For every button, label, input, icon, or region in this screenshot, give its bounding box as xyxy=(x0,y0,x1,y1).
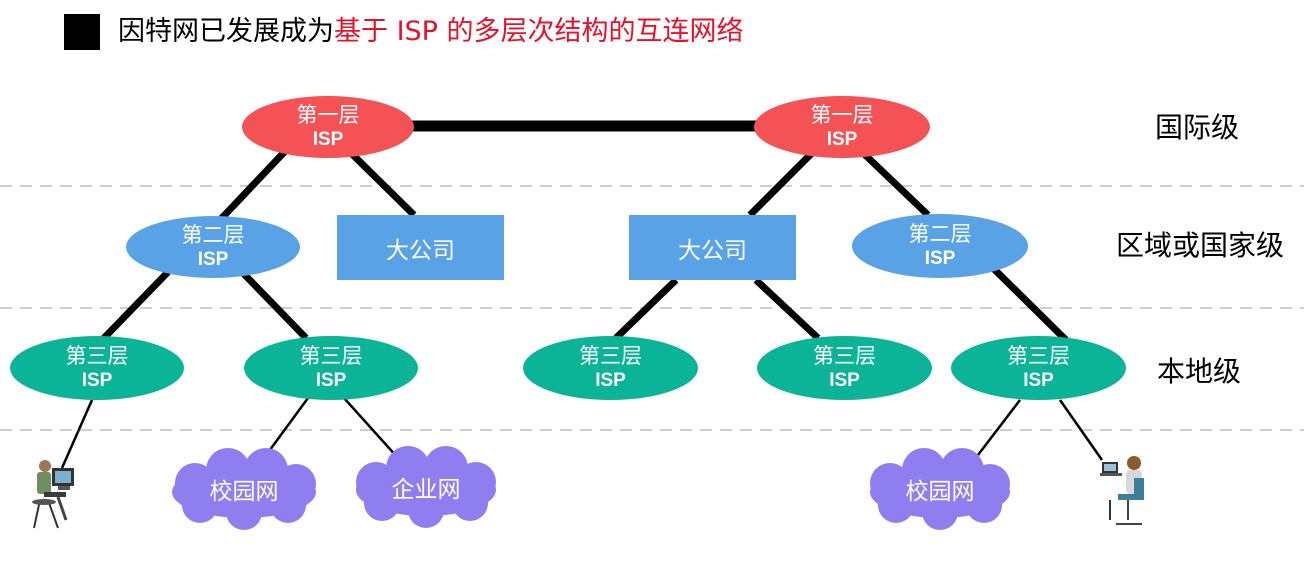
node-sublabel: ISP xyxy=(1023,370,1054,391)
link xyxy=(347,149,417,218)
node-sublabel: ISP xyxy=(924,248,956,269)
tier3-isp-1: 第三层 ISP xyxy=(10,336,184,400)
campus-network-right-label: 校园网 xyxy=(905,479,975,505)
node-label: 第二层 xyxy=(181,223,245,247)
title-bullet xyxy=(64,14,100,50)
node-label: 大公司 xyxy=(386,237,455,264)
cloud-campus-left xyxy=(172,448,316,530)
level-label-local: 本地级 xyxy=(1157,355,1242,388)
node-label: 第三层 xyxy=(579,344,642,368)
node-label: 第三层 xyxy=(299,344,363,368)
link xyxy=(857,147,931,218)
link xyxy=(101,269,171,341)
tier3-isp-3: 第三层 ISP xyxy=(523,336,698,400)
node-sublabel: ISP xyxy=(81,370,113,391)
node-label: 第三层 xyxy=(1007,344,1070,368)
slide-title: 因特网已发展成为基于 ISP 的多层次结构的互连网络 xyxy=(118,14,744,50)
cloud-enterprise xyxy=(356,446,496,528)
user-computer-icon xyxy=(32,460,74,529)
link xyxy=(1058,399,1104,461)
link xyxy=(60,399,94,469)
link xyxy=(977,399,1021,456)
cloud-campus-right xyxy=(870,448,1010,530)
node-sublabel: ISP xyxy=(312,129,344,150)
enterprise-network-label: 企业网 xyxy=(391,477,461,503)
tier2-isp-left: 第二层 ISP xyxy=(126,216,300,278)
node-label: 第二层 xyxy=(908,222,972,246)
node-label: 第一层 xyxy=(296,103,360,127)
tier3-isp-5: 第三层 ISP xyxy=(951,336,1126,400)
node-label: 第一层 xyxy=(810,103,874,127)
link xyxy=(753,277,821,341)
level-label-regional: 区域或国家级 xyxy=(1116,229,1285,262)
title-prefix: 因特网已发展成为 xyxy=(118,16,334,47)
link xyxy=(990,265,1069,343)
link xyxy=(747,147,818,218)
node-sublabel: ISP xyxy=(826,129,858,150)
node-sublabel: ISP xyxy=(829,370,860,391)
corporation-node-right: 大公司 xyxy=(629,215,796,280)
link xyxy=(343,397,399,459)
node-label: 大公司 xyxy=(678,237,747,264)
tier3-isp-4: 第三层 ISP xyxy=(757,336,932,400)
node-sublabel: ISP xyxy=(197,249,229,270)
link xyxy=(262,397,310,459)
node-label: 第三层 xyxy=(65,344,129,368)
tier2-isp-right: 第二层 ISP xyxy=(852,214,1028,278)
tier3-isp-2: 第三层 ISP xyxy=(244,336,418,400)
title-highlight: 基于 ISP 的多层次结构的互连网络 xyxy=(334,16,744,47)
tier1-isp-right: 第一层 ISP xyxy=(754,96,930,158)
campus-network-left-label: 校园网 xyxy=(209,479,279,505)
tier1-isp-left: 第一层 ISP xyxy=(242,96,414,158)
link xyxy=(239,269,309,341)
link xyxy=(613,277,679,341)
link xyxy=(217,143,293,223)
node-label: 第三层 xyxy=(813,344,876,368)
level-label-international: 国际级 xyxy=(1155,111,1240,144)
node-sublabel: ISP xyxy=(315,370,347,391)
node-sublabel: ISP xyxy=(595,370,626,391)
corporation-node-left: 大公司 xyxy=(337,215,504,280)
user-laptop-icon xyxy=(1100,456,1144,525)
